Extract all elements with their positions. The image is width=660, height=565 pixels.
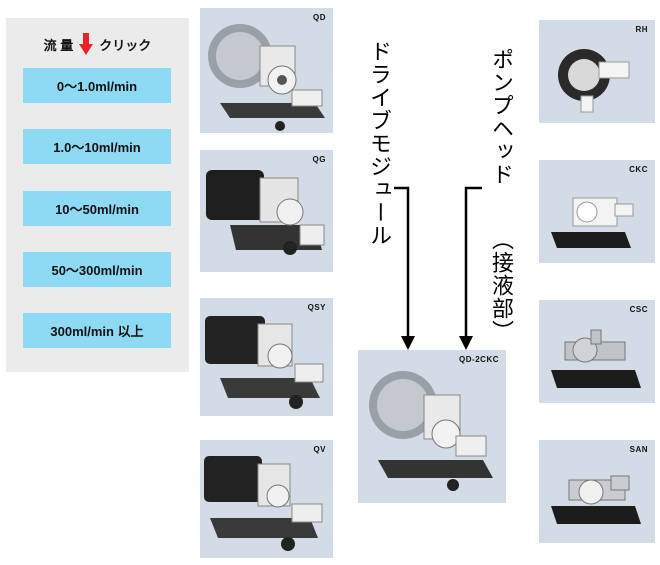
rate-button-50-300[interactable]: 50〜300ml/min: [23, 252, 171, 287]
pump-head-photo-rh: [558, 49, 630, 113]
flow-rate-label: 流 量: [43, 37, 74, 53]
drive-module-qd[interactable]: QD: [200, 8, 333, 133]
pump-head-ckc[interactable]: CKC: [539, 160, 655, 263]
pump-head-rh[interactable]: RH: [539, 20, 655, 123]
rate-button-0-1[interactable]: 0〜1.0ml/min: [23, 68, 171, 103]
pump-photo-qd-2ckc: [369, 371, 493, 491]
rate-button-10-50[interactable]: 10〜50ml/min: [23, 191, 171, 226]
drive-module-arrow: [394, 186, 410, 338]
panel-header: 流 量 クリック: [6, 32, 189, 56]
pump-head-photo-csc: [551, 329, 641, 388]
pump-head-arrowhead: [459, 336, 473, 350]
model-code: CSC: [629, 305, 648, 314]
model-code: SAN: [629, 445, 648, 454]
wetted-part-caption: （接液部）: [488, 228, 513, 343]
drive-module-arrowhead: [401, 336, 415, 350]
pump-photo-qd: [208, 24, 325, 131]
drive-module-qsy[interactable]: QSY: [200, 298, 333, 416]
drive-module-qg[interactable]: QG: [200, 150, 333, 272]
model-code: QD-2CKC: [459, 355, 499, 364]
pump-head-caption: ポンプヘッド: [488, 48, 513, 186]
pump-head-san[interactable]: SAN: [539, 440, 655, 543]
model-code: QG: [312, 155, 326, 164]
pump-head-photo-ckc: [551, 197, 634, 248]
model-code: QV: [313, 445, 326, 454]
pump-photo-qsy: [205, 316, 324, 409]
pump-photo-qg: [206, 170, 325, 255]
model-code: CKC: [629, 165, 648, 174]
drive-module-caption: ドライブモジュール: [366, 40, 391, 247]
pump-head-photo-san: [551, 475, 641, 524]
pump-head-arrow: [464, 186, 482, 338]
click-label: クリック: [99, 37, 152, 53]
rate-button-1-10[interactable]: 1.0〜10ml/min: [23, 129, 171, 164]
down-arrow-icon: [79, 33, 94, 55]
combined-pump-qd-2ckc[interactable]: QD-2CKC: [358, 350, 506, 503]
pump-head-csc[interactable]: CSC: [539, 300, 655, 403]
flow-rate-panel: 流 量 クリック 0〜1.0ml/min 1.0〜10ml/min 10〜50m…: [6, 18, 189, 372]
model-code: RH: [635, 25, 648, 34]
model-code: QSY: [307, 303, 326, 312]
rate-button-300-plus[interactable]: 300ml/min 以上: [23, 313, 171, 348]
drive-module-qv[interactable]: QV: [200, 440, 333, 558]
model-code: QD: [313, 13, 326, 22]
pump-photo-qv: [204, 456, 323, 551]
